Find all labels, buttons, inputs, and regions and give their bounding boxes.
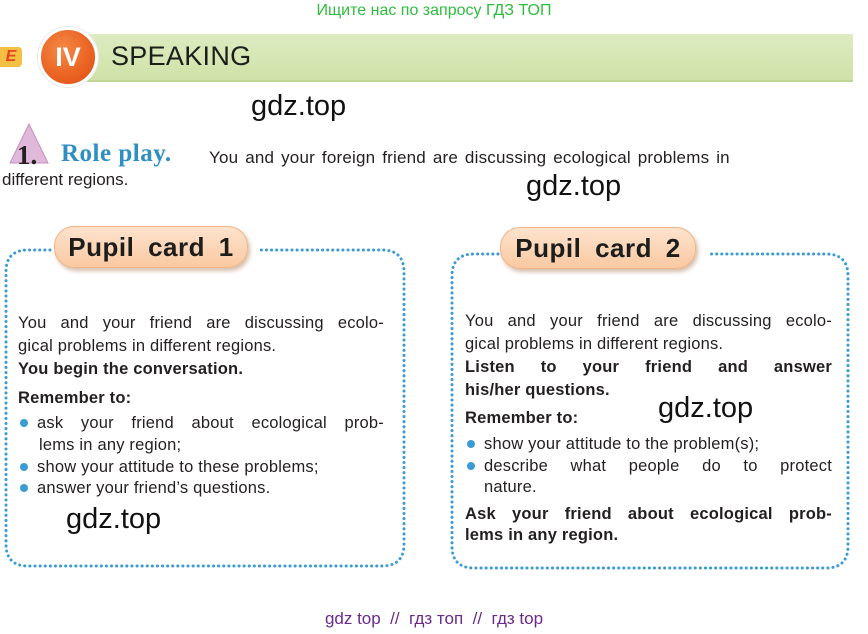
watermark: gdz.top <box>66 503 162 535</box>
card-bullet-line: describe what people do to protect <box>484 457 832 475</box>
card-text-line: Ask your friend about ecological prob- <box>465 505 832 523</box>
pupil-card-1: You and your friend are discussing ecolo… <box>18 312 384 512</box>
card-bullet-line: show your attitude to the problem(s); <box>484 435 760 453</box>
bullet-dot-icon <box>467 462 475 470</box>
watermark: gdz.top <box>526 170 622 202</box>
card-text-line: gical problems in different regions. <box>18 337 277 355</box>
task-number: 1. <box>17 140 38 170</box>
card-bullet-line: show your attitude to these problems; <box>37 458 319 476</box>
card-text-line: gical problems in different regions. <box>465 335 724 353</box>
triangle-icon <box>9 122 49 164</box>
card-text-line: his/her questions. <box>465 381 610 399</box>
card-text-line: You and your friend are discussing ecolo… <box>18 314 384 332</box>
card-text-line: You and your friend are discussing ecolo… <box>465 312 832 330</box>
bullet-dot-icon <box>20 484 28 492</box>
pupil-card-2-label: Pupil card 2 <box>500 227 696 269</box>
card-text-line: You begin the conversation. <box>18 360 244 378</box>
top-banner: Ищите нас по запросу ГДЗ ТОП <box>316 2 552 19</box>
task-instruction-line: You and your foreign friend are discussi… <box>209 148 730 167</box>
card-bullet-line: ask your friend about ecological prob- <box>37 414 384 432</box>
pupil-card-2: You and your friend are discussing ecolo… <box>465 310 832 550</box>
task-title: Role play. <box>61 140 172 167</box>
watermark: gdz.top <box>251 90 347 122</box>
card-bullet-line: nature. <box>484 478 537 496</box>
card-text-line: Remember to: <box>18 389 132 407</box>
bullet-dot-icon <box>20 419 28 427</box>
bullet-dot-icon <box>467 440 475 448</box>
card-bullet-line: lems in any region; <box>39 436 182 454</box>
section-number-badge: IV <box>38 27 98 87</box>
section-title: SPEAKING <box>111 41 252 71</box>
pupil-card-1-label: Pupil card 1 <box>54 226 248 268</box>
footer-links: gdz top // гдз топ // гдз top <box>324 609 544 628</box>
card-text-line: Remember to: <box>465 409 579 427</box>
task-instruction-line: different regions. <box>2 170 129 189</box>
card-text-line: lems in any region. <box>465 526 619 544</box>
card-bullet-line: answer your friend’s questions. <box>37 479 271 497</box>
card-text-line: Listen to your friend and answer <box>465 358 832 376</box>
section-header-bar <box>78 34 853 82</box>
side-tab-letter: E <box>0 47 22 67</box>
watermark: gdz.top <box>658 392 754 424</box>
bullet-dot-icon <box>20 463 28 471</box>
